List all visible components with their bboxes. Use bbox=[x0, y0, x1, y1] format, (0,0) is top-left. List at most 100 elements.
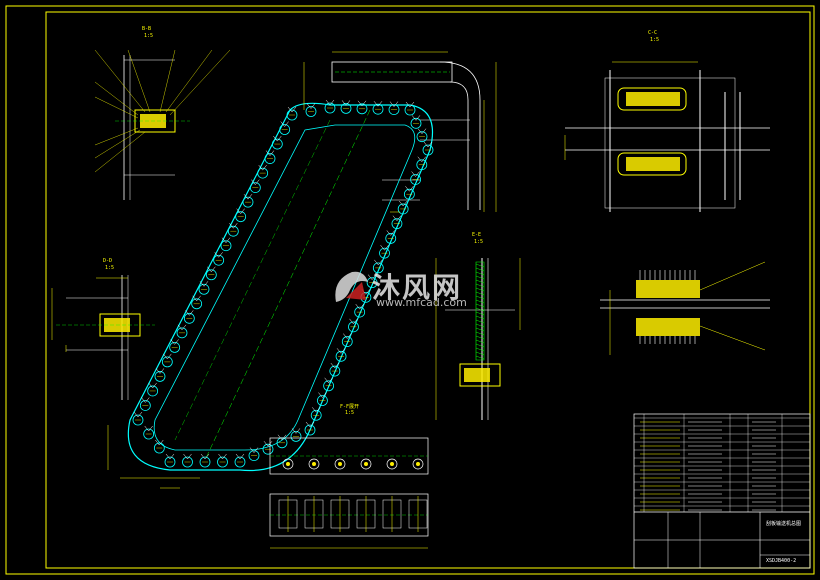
chain-link bbox=[372, 103, 384, 115]
chain-link bbox=[164, 456, 176, 468]
chain-link bbox=[304, 424, 316, 436]
scraper-flight bbox=[214, 252, 223, 258]
section-e-title: E-E bbox=[472, 232, 482, 238]
scraper-flight bbox=[163, 353, 172, 360]
scraper-flight bbox=[325, 99, 335, 106]
scraper-flight bbox=[235, 453, 245, 460]
chain-link bbox=[176, 327, 188, 339]
chain-link bbox=[262, 443, 274, 455]
drawing-number: XSDJB400-2 bbox=[766, 558, 797, 564]
chain-link bbox=[279, 124, 291, 135]
thread-line bbox=[475, 331, 485, 336]
chain-link bbox=[310, 409, 322, 421]
chain-link bbox=[191, 298, 203, 310]
scraper-flight bbox=[423, 141, 433, 148]
chain-link bbox=[317, 395, 328, 406]
outer-frame bbox=[5, 5, 815, 575]
chain-link bbox=[410, 117, 422, 129]
chain-link bbox=[199, 456, 211, 468]
scraper-flight bbox=[148, 382, 157, 389]
thread-line bbox=[475, 307, 485, 312]
watermark-url: www.mfcad.com bbox=[376, 296, 467, 309]
chain-link bbox=[340, 103, 352, 114]
chain-link bbox=[416, 159, 428, 171]
scraper-flight bbox=[312, 407, 321, 413]
chain-link bbox=[348, 321, 359, 333]
chain-link bbox=[235, 211, 247, 223]
scraper-flight bbox=[305, 421, 315, 428]
chain-link bbox=[161, 356, 173, 368]
scraper-flight bbox=[287, 106, 297, 113]
thread-line bbox=[475, 303, 485, 308]
chain-link bbox=[139, 400, 151, 411]
chain-link bbox=[372, 262, 384, 274]
section-c-scale: 1:5 bbox=[650, 37, 660, 43]
scraper-flight bbox=[392, 215, 402, 222]
f-link bbox=[334, 458, 346, 470]
chain-link bbox=[335, 350, 347, 362]
section-b-title: B-B bbox=[142, 26, 152, 32]
scraper-flight bbox=[343, 333, 352, 339]
section-d-scale: 1:5 bbox=[105, 265, 115, 271]
thread-line bbox=[475, 343, 485, 348]
chain-link bbox=[213, 254, 225, 266]
chain-link bbox=[391, 218, 403, 230]
chain-link bbox=[324, 102, 336, 114]
scraper-flight bbox=[398, 200, 408, 207]
watermark-brand: 沐风网 bbox=[372, 271, 463, 304]
main-conveyor-view bbox=[107, 51, 497, 489]
scraper-flight bbox=[373, 101, 383, 107]
chain-link bbox=[385, 233, 397, 244]
chain-link bbox=[410, 174, 421, 185]
scraper-flight bbox=[170, 339, 179, 345]
scraper-flight bbox=[249, 447, 259, 454]
scraper-flight bbox=[141, 397, 150, 403]
scraper-flight bbox=[265, 150, 275, 156]
scraper-flight bbox=[341, 100, 351, 106]
chain-link bbox=[264, 153, 276, 164]
section-b-detail bbox=[94, 49, 231, 200]
scraper-flight bbox=[258, 164, 267, 171]
watermark-logo bbox=[335, 271, 368, 302]
scraper-flight bbox=[200, 453, 210, 460]
scraper-flight bbox=[291, 428, 301, 434]
chain-link bbox=[154, 371, 166, 382]
chain-link bbox=[143, 428, 155, 440]
thread-line bbox=[475, 275, 485, 280]
chain-link bbox=[388, 104, 400, 115]
chain-link bbox=[257, 167, 269, 179]
chain-link bbox=[217, 456, 228, 468]
scraper-flight bbox=[336, 348, 346, 354]
thread-line bbox=[475, 355, 485, 360]
thread-line bbox=[475, 279, 485, 284]
f-link bbox=[308, 458, 320, 470]
f-link bbox=[412, 458, 424, 470]
scraper-flight bbox=[183, 453, 192, 460]
scraper-flight bbox=[324, 377, 333, 384]
chain-link bbox=[220, 240, 232, 252]
scraper-flight bbox=[229, 223, 238, 229]
scraper-flight bbox=[306, 103, 316, 109]
scraper-flight bbox=[417, 156, 426, 163]
scraper-flight bbox=[243, 193, 253, 200]
chain-link bbox=[323, 380, 335, 392]
chain-link bbox=[234, 456, 246, 468]
chain-link bbox=[248, 450, 260, 462]
scraper-flight bbox=[380, 245, 389, 251]
section-f-scale: 1:5 bbox=[345, 410, 355, 416]
thread-line bbox=[475, 295, 485, 300]
scraper-flight bbox=[330, 362, 340, 369]
thread-line bbox=[475, 283, 485, 288]
chain-link bbox=[169, 341, 181, 353]
scraper-flight bbox=[177, 324, 187, 331]
chain-link bbox=[205, 269, 217, 281]
scraper-flight bbox=[251, 179, 260, 186]
chain-link bbox=[249, 182, 261, 194]
scraper-flight bbox=[218, 453, 227, 460]
section-d-title: D-D bbox=[103, 258, 113, 264]
f-link-pin bbox=[338, 462, 342, 466]
chain-link bbox=[286, 109, 298, 121]
scraper-flight bbox=[374, 259, 383, 266]
thread-line bbox=[475, 351, 485, 356]
